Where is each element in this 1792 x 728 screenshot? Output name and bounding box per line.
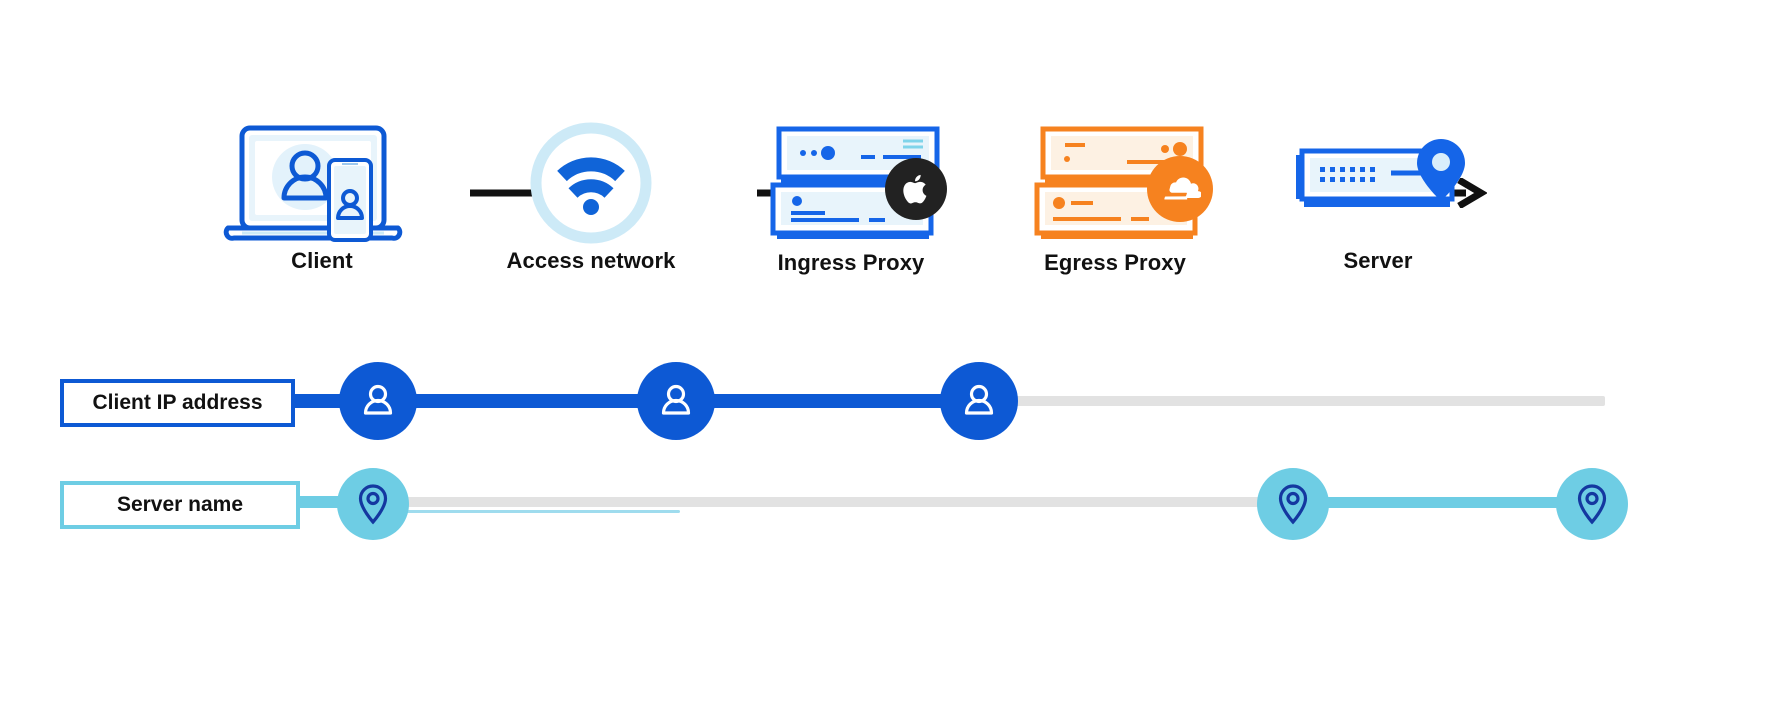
flow-node-ingress-proxy: Ingress Proxy bbox=[751, 118, 951, 275]
map-pin-icon bbox=[358, 484, 388, 525]
ingress-proxy-icon-art bbox=[751, 118, 951, 248]
client-ip-node-access-network bbox=[637, 362, 715, 440]
server-icon-art bbox=[1278, 118, 1478, 248]
flow-node-client: Client bbox=[222, 118, 422, 274]
laptop-phone-user-icon bbox=[223, 125, 403, 242]
client-ip-node-ingress-proxy bbox=[940, 362, 1018, 440]
map-pin-icon bbox=[1577, 484, 1607, 525]
flow-node-egress-proxy: Egress Proxy bbox=[1015, 118, 1215, 275]
wifi-circle-icon bbox=[530, 122, 652, 244]
client-ip-visible-segment bbox=[280, 394, 990, 408]
user-icon bbox=[661, 384, 691, 415]
access-network-icon-art bbox=[491, 118, 691, 248]
server-name-node-egress-proxy bbox=[1257, 468, 1329, 540]
client-ip-node-client bbox=[339, 362, 417, 440]
flow-node-label-client: Client bbox=[291, 248, 353, 273]
flow-node-label-server: Server bbox=[1343, 248, 1413, 273]
server-name-legend-box: Server name bbox=[60, 481, 300, 529]
client-icon-art bbox=[222, 118, 422, 248]
client-ip-address-label: Client IP address bbox=[92, 391, 263, 414]
user-icon bbox=[964, 384, 994, 415]
client-ip-hidden-segment bbox=[985, 396, 1605, 406]
flow-node-access-network: Access network bbox=[491, 118, 691, 274]
apple-logo-badge bbox=[885, 158, 947, 220]
server-name-node-client bbox=[337, 468, 409, 540]
server-rack-pin-icon bbox=[1296, 138, 1465, 207]
server-stack-orange-icon bbox=[1034, 126, 1204, 239]
server-name-visible-segment bbox=[1275, 497, 1595, 508]
server-name-hidden-segment bbox=[355, 497, 1265, 507]
flow-node-label-egress-proxy: Egress Proxy bbox=[1044, 250, 1186, 275]
flow-node-server: Server bbox=[1278, 118, 1478, 274]
user-icon bbox=[363, 384, 393, 415]
flow-node-label-access-network: Access network bbox=[506, 248, 676, 273]
flow-node-label-ingress-proxy: Ingress Proxy bbox=[777, 250, 925, 275]
egress-proxy-icon-art bbox=[1015, 118, 1215, 248]
cloudflare-logo-badge bbox=[1147, 156, 1213, 222]
map-pin-icon bbox=[1278, 484, 1308, 525]
client-ip-address-legend-box: Client IP address bbox=[60, 379, 295, 427]
server-stack-blue-icon bbox=[770, 126, 940, 239]
server-name-label: Server name bbox=[116, 493, 244, 516]
server-name-node-server bbox=[1556, 468, 1628, 540]
server-name-faint-segment bbox=[370, 510, 680, 513]
